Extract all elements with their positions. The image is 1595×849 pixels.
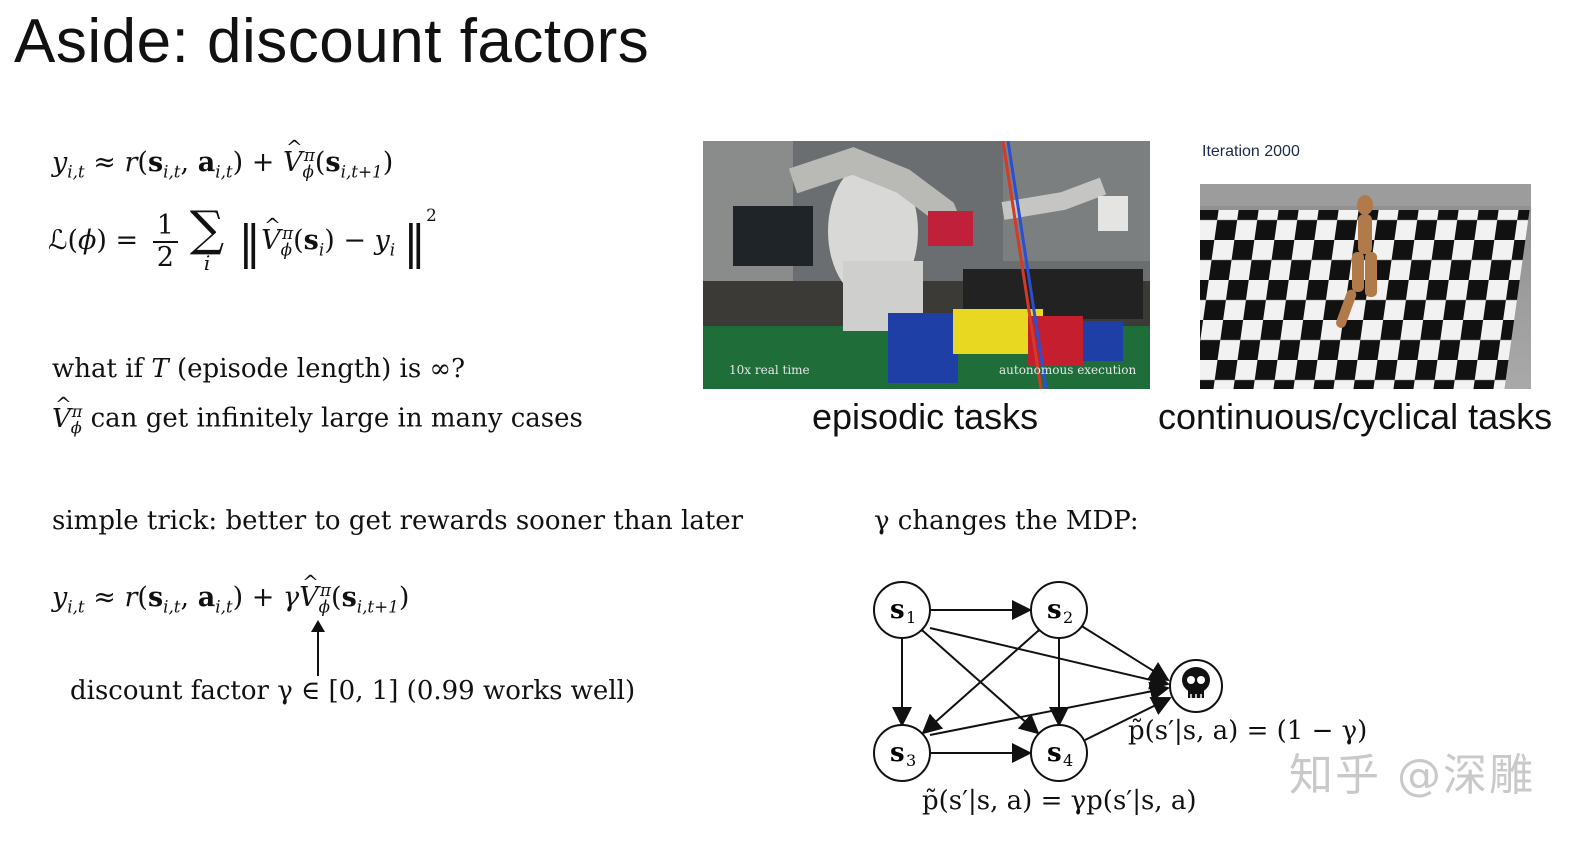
svg-text:2: 2 <box>1063 608 1073 627</box>
svg-text:s: s <box>890 595 905 625</box>
discount-factor-label: discount factor γ ∈ [0, 1] (0.99 works w… <box>70 676 636 706</box>
target-equation: yi,t ≈ r(si,t, ai,t) + Vϕπ(si,t+1) <box>52 135 393 181</box>
simulation-image: Iteration 2000 <box>1200 140 1531 389</box>
slide-title: Aside: discount factors <box>14 7 650 76</box>
skull-icon <box>1169 659 1223 713</box>
gamma-arrow <box>311 620 325 676</box>
infinite-horizon-question: what if T (episode length) is ∞? <box>52 354 465 384</box>
svg-text:3: 3 <box>906 751 916 770</box>
mdp-heading: γ changes the MDP: <box>874 506 1139 536</box>
question-suffix: (episode length) is ∞? <box>168 354 466 384</box>
svg-text:4: 4 <box>1063 751 1073 770</box>
iteration-label: Iteration 2000 <box>1202 143 1300 160</box>
svg-text:s: s <box>890 738 905 768</box>
watermark: 知乎 @深雕 <box>1289 750 1535 801</box>
transition-probability: p̃(s′|s, a) = γp(s′|s, a) <box>922 786 1197 816</box>
loss-equation: ℒ(ϕ) = 12∑i‖Vϕπ(si) − yi‖2 <box>48 205 437 275</box>
episodic-caption: episodic tasks <box>812 396 1039 437</box>
svg-text:1: 1 <box>906 608 916 627</box>
discounted-target-equation: yi,t ≈ r(si,t, ai,t) + γVϕπ(si,t+1) <box>52 570 409 616</box>
svg-text:s: s <box>1047 738 1062 768</box>
infinite-value-note: Vϕπ can get infinitely large in many cas… <box>52 392 583 437</box>
question-T: T <box>151 354 169 384</box>
terminal-probability: p̃(s′|s, a) = (1 − γ) <box>1128 716 1368 746</box>
simple-trick-text: simple trick: better to get rewards soon… <box>52 506 744 536</box>
infinite-note-text: can get infinitely large in many cases <box>82 403 583 434</box>
robot-photo: 10x real time autonomous execution <box>703 141 1150 389</box>
question-prefix: what if <box>52 354 152 384</box>
svg-text:s: s <box>1047 595 1062 625</box>
robot-overlay-left: 10x real time <box>729 363 810 377</box>
continuous-caption: continuous/cyclical tasks <box>1158 396 1553 437</box>
robot-overlay-right: autonomous execution <box>999 363 1137 377</box>
